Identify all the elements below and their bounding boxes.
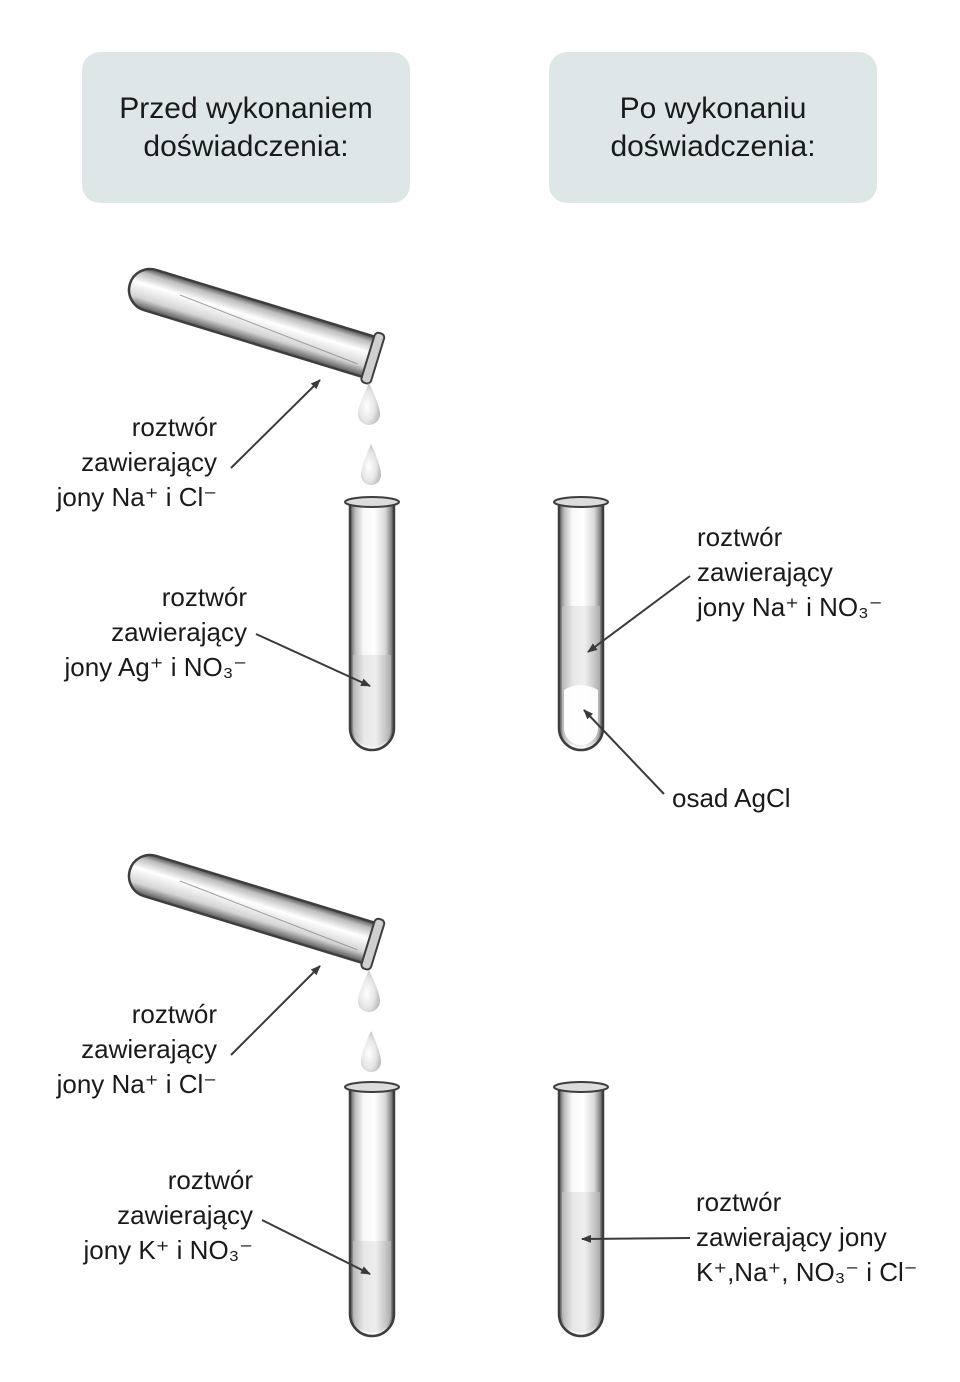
label-line: roztwór bbox=[696, 1187, 782, 1217]
arrow-precipitate-1 bbox=[583, 709, 665, 795]
label-line: jony Na⁺ i Cl⁻ bbox=[56, 1069, 217, 1099]
label-line: zawierający bbox=[697, 557, 833, 587]
label-line: roztwór bbox=[167, 1165, 253, 1195]
label-line: roztwór bbox=[697, 522, 783, 552]
label-pour-solution-2: roztwór zawierający jony Na⁺ i Cl⁻ bbox=[57, 997, 217, 1102]
label-tube-solution-1: roztwór zawierający jony Ag⁺ i NO₃⁻ bbox=[64, 580, 247, 685]
label-line: jony Ag⁺ i NO₃⁻ bbox=[64, 652, 247, 682]
header-after-line-2: doświadczenia: bbox=[610, 129, 816, 163]
drop-1b bbox=[361, 444, 381, 485]
label-line: osad AgCl bbox=[672, 783, 791, 813]
label-line: zawierający jony bbox=[696, 1222, 887, 1252]
test-tube-before-1 bbox=[344, 496, 400, 752]
arrow-pour-1 bbox=[230, 379, 321, 469]
header-before-line-1: Przed wykonaniem bbox=[119, 91, 373, 125]
label-line: roztwór bbox=[161, 582, 247, 612]
header-before: Przed wykonaniem doświadczenia: bbox=[82, 52, 410, 203]
label-line: roztwór bbox=[131, 412, 217, 442]
label-tube-solution-2: roztwór zawierający jony K⁺ i NO₃⁻ bbox=[83, 1163, 253, 1268]
label-line: zawierający bbox=[117, 1200, 253, 1230]
header-after-line-1: Po wykonaniu bbox=[619, 91, 807, 125]
label-line: zawierający bbox=[81, 1034, 217, 1064]
label-line: zawierający bbox=[111, 617, 247, 647]
drop-2b bbox=[361, 1031, 381, 1072]
pouring-tube-1 bbox=[127, 267, 386, 385]
arrow-result-solution-1 bbox=[587, 575, 691, 653]
test-tube-before-2 bbox=[344, 1081, 400, 1338]
header-after: Po wykonaniu doświadczenia: bbox=[549, 52, 877, 203]
label-result-solution-1: roztwór zawierający jony Na⁺ i NO₃⁻ bbox=[697, 520, 882, 625]
label-line: zawierający bbox=[81, 447, 217, 477]
header-before-line-2: doświadczenia: bbox=[143, 129, 349, 163]
test-tube-after-2 bbox=[553, 1081, 609, 1338]
pouring-tube-2 bbox=[127, 853, 386, 971]
arrow-pour-2 bbox=[230, 965, 321, 1056]
test-tube-after-1 bbox=[553, 496, 609, 752]
drop-2a bbox=[358, 970, 380, 1012]
arrow-tube-before-1 bbox=[255, 633, 371, 687]
label-pour-solution-1: roztwór zawierający jony Na⁺ i Cl⁻ bbox=[57, 410, 217, 515]
precipitate-agcl bbox=[564, 685, 598, 745]
drop-1a bbox=[358, 383, 380, 425]
label-result-solution-2: roztwór zawierający jony K⁺,Na⁺, NO₃⁻ i … bbox=[696, 1185, 918, 1290]
label-precipitate-agcl: osad AgCl bbox=[672, 781, 791, 816]
arrow-result-solution-2 bbox=[581, 1234, 691, 1243]
arrow-tube-before-2 bbox=[261, 1219, 371, 1275]
label-line: roztwór bbox=[131, 999, 217, 1029]
label-line: K⁺,Na⁺, NO₃⁻ i Cl⁻ bbox=[696, 1257, 918, 1287]
label-line: jony Na⁺ i NO₃⁻ bbox=[697, 592, 883, 622]
label-line: jony Na⁺ i Cl⁻ bbox=[56, 482, 217, 512]
label-line: jony K⁺ i NO₃⁻ bbox=[83, 1235, 253, 1265]
